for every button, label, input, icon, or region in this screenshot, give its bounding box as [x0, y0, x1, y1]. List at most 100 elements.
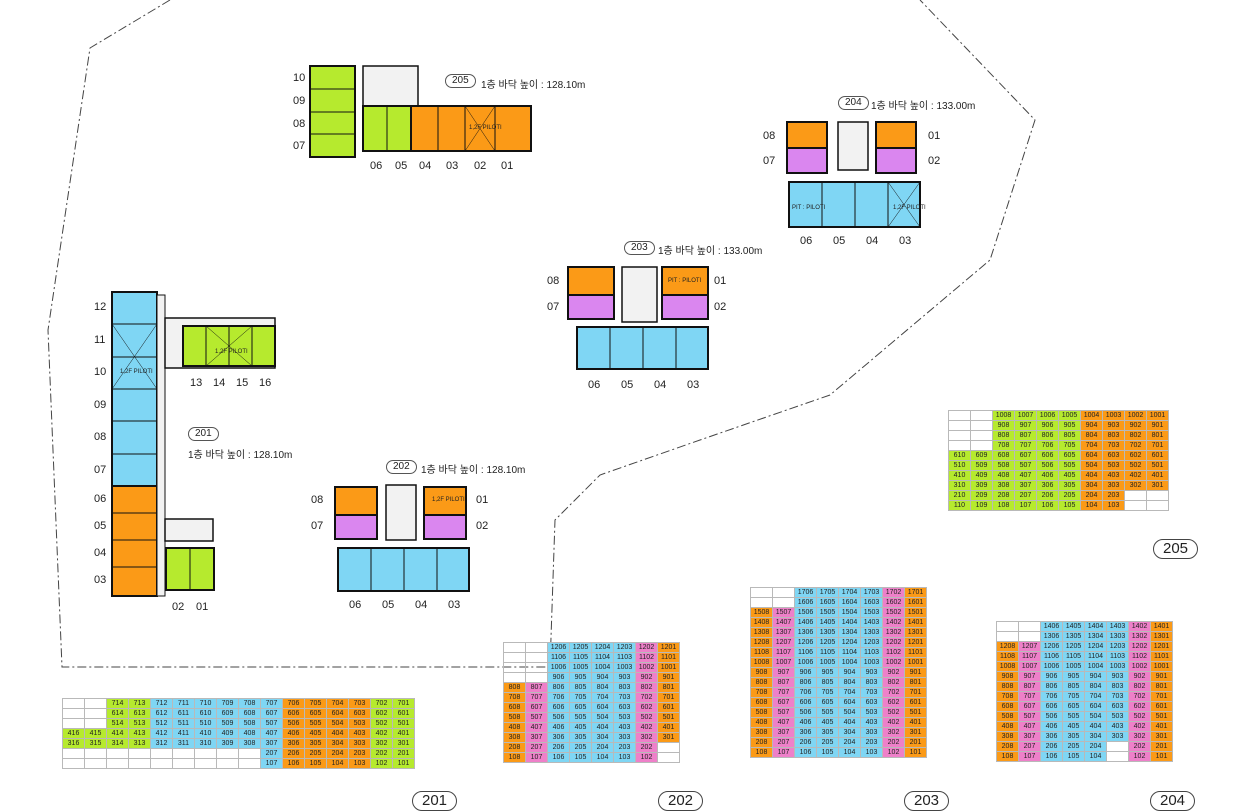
unit-cell: 414 — [106, 728, 129, 739]
unit-cell: 105 — [1058, 500, 1081, 511]
unit-cell: 605 — [816, 697, 839, 708]
unit-cell: 408 — [238, 728, 261, 739]
unit-cell: 106 — [547, 752, 570, 763]
unit-cell — [525, 642, 548, 653]
unit-cell: 1104 — [1084, 651, 1107, 662]
unit-cell: 1302 — [882, 627, 905, 638]
unit-cell: 1201 — [1150, 641, 1173, 652]
unit-cell: 708 — [503, 692, 526, 703]
unit-cell: 210 — [948, 490, 971, 501]
unit-cell: 907 — [1018, 671, 1041, 682]
unit-cell: 408 — [750, 717, 773, 728]
building-205-tag: 205 — [445, 74, 476, 88]
unit-cell: 802 — [882, 677, 905, 688]
unit-cell: 506 — [282, 718, 305, 729]
unit-cell: 702 — [370, 698, 393, 709]
unit-cell: 405 — [304, 728, 327, 739]
unit-label: 08 — [763, 130, 776, 142]
unit-cell: 706 — [1040, 691, 1063, 702]
unit-cell — [772, 597, 795, 608]
unit-cell: 803 — [613, 682, 636, 693]
unit-cell: 405 — [816, 717, 839, 728]
unit-cell: 203 — [613, 742, 636, 753]
unit-cell: 204 — [1080, 490, 1103, 501]
unit-cell: 1001 — [1146, 410, 1169, 421]
unit-cell: 502 — [882, 707, 905, 718]
unit-cell: 409 — [216, 728, 239, 739]
unit-cell — [750, 597, 773, 608]
building-205-caption: 1층 바닥 높이 : 128.10m — [481, 80, 586, 91]
unit-cell: 103 — [348, 758, 371, 769]
unit-cell — [106, 758, 129, 769]
unit-cell: 1308 — [750, 627, 773, 638]
unit-cell: 406 — [1040, 721, 1063, 732]
unit-cell: 407 — [260, 728, 283, 739]
unit-label: 07 — [293, 140, 306, 152]
unit-cell: 1206 — [547, 642, 570, 653]
unit-cell: 1001 — [904, 657, 927, 668]
unit-cell: 315 — [84, 738, 107, 749]
unit-label: 04 — [866, 235, 879, 247]
unit-cell: 709 — [216, 698, 239, 709]
pilot-note: 1,2F PILOTI — [215, 349, 248, 355]
unit-cell: 1106 — [547, 652, 570, 663]
unit-cell: 706 — [547, 692, 570, 703]
unit-cell: 1108 — [750, 647, 773, 658]
unit-label: 08 — [311, 494, 324, 506]
unit-cell: 1201 — [904, 637, 927, 648]
unit-cell: 903 — [1106, 671, 1129, 682]
unit-cell: 404 — [1080, 470, 1103, 481]
unit-label: 14 — [213, 377, 226, 389]
unit-cell: 503 — [348, 718, 371, 729]
unit-cell: 905 — [1062, 671, 1085, 682]
unit-cell: 105 — [569, 752, 592, 763]
unit-cell: 808 — [503, 682, 526, 693]
unit-cell: 608 — [750, 697, 773, 708]
unit-cell: 310 — [948, 480, 971, 491]
unit-cell: 704 — [326, 698, 349, 709]
unit-cell: 602 — [635, 702, 658, 713]
unit-cell: 1306 — [794, 627, 817, 638]
unit-cell: 307 — [1014, 480, 1037, 491]
unit-cell — [970, 440, 993, 451]
building-203-tag: 203 — [624, 241, 655, 255]
unit-cell — [1146, 500, 1169, 511]
unit-cell: 506 — [1040, 711, 1063, 722]
unit-cell: 311 — [172, 738, 195, 749]
unit-cell: 509 — [970, 460, 993, 471]
unit-cell: 410 — [948, 470, 971, 481]
unit-cell: 908 — [996, 671, 1019, 682]
unit-label: 07 — [547, 301, 560, 313]
unit-cell: 107 — [1018, 751, 1041, 762]
unit-cell: 1401 — [904, 617, 927, 628]
unit-cell: 303 — [860, 727, 883, 738]
pilot-note: 1,2F PILOTI — [120, 369, 153, 375]
unit-label: 03 — [687, 379, 700, 391]
unit-cell: 1106 — [1040, 651, 1063, 662]
unit-cell: 603 — [348, 708, 371, 719]
unit-cell: 1108 — [996, 651, 1019, 662]
unit-cell: 1701 — [904, 587, 927, 598]
unit-cell: 1004 — [1080, 410, 1103, 421]
unit-cell: 302 — [1128, 731, 1151, 742]
unit-cell: 1207 — [772, 637, 795, 648]
unit-cell: 404 — [591, 722, 614, 733]
unit-cell: 301 — [1146, 480, 1169, 491]
unit-cell: 906 — [1040, 671, 1063, 682]
unit-cell: 603 — [1102, 450, 1125, 461]
unit-cell: 805 — [816, 677, 839, 688]
unit-cell: 807 — [1018, 681, 1041, 692]
unit-cell: 904 — [1084, 671, 1107, 682]
unit-cell: 1605 — [816, 597, 839, 608]
unit-cell: 601 — [392, 708, 415, 719]
